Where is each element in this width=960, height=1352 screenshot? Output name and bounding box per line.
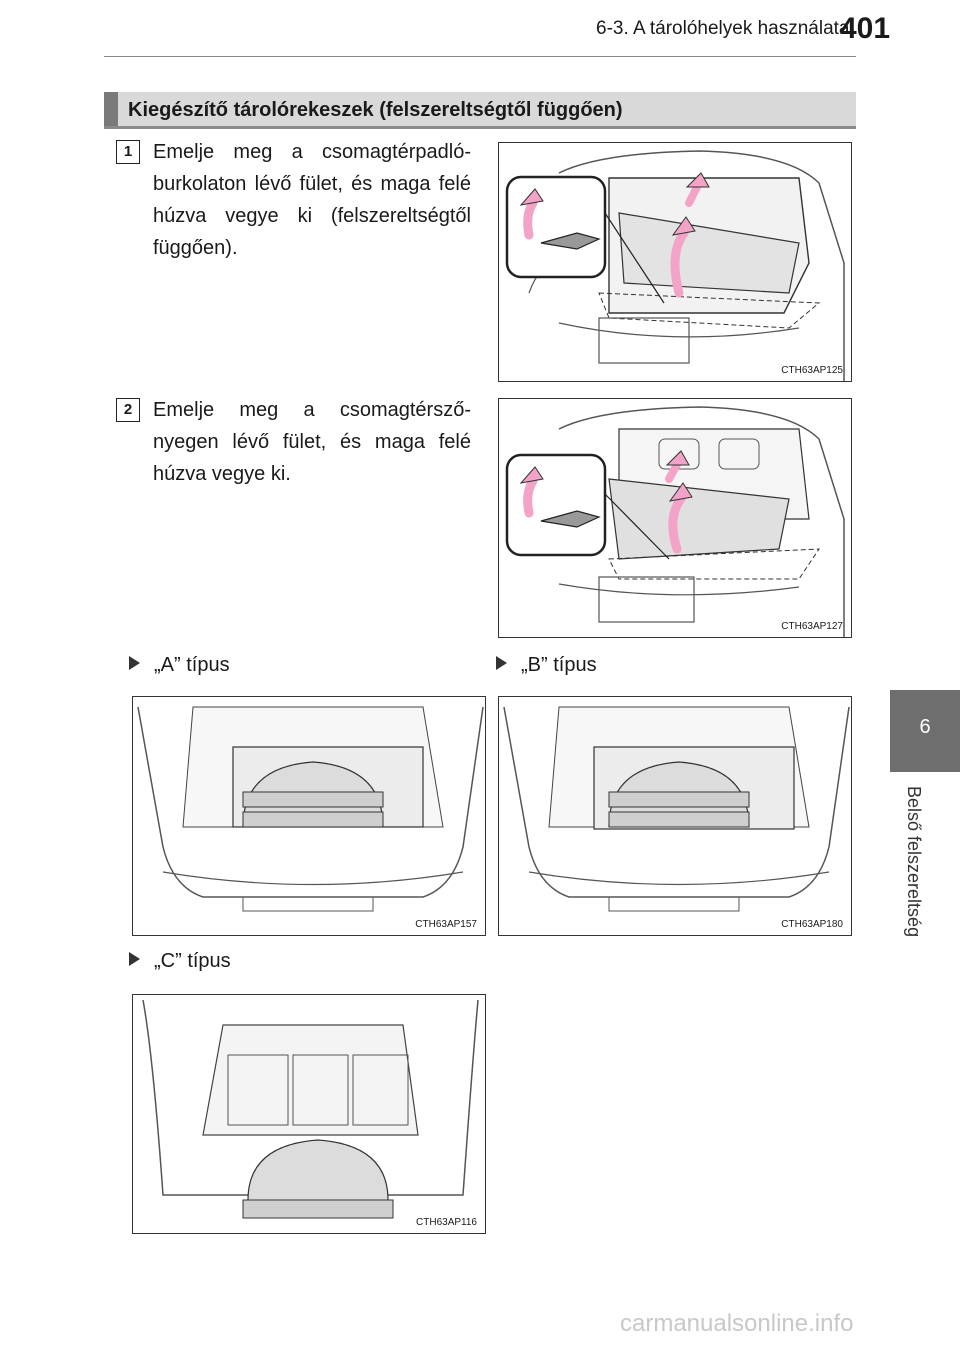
figure-type-a: CTH63AP157 [132,696,486,936]
chapter-number: 6 [919,716,931,738]
watermark: carmanualsonline.info [620,1310,854,1337]
step-number-2: 2 [116,398,140,422]
figure-floor-cover-removal: CTH63AP125 [498,142,852,382]
step-text-2: Emelje meg a csomagtérsző-nyegen lévő fü… [153,399,471,485]
step-text-1: Emelje meg a csomagtérpadló-burkolaton l… [153,141,471,259]
figure-code: CTH63AP180 [781,919,843,930]
chapter-side-tab: 6 [890,690,960,772]
chapter-title: 6-3. A tárolóhelyek használata [596,18,850,39]
type-label-b: „B” típus [496,654,597,677]
type-label-a: „A” típus [129,654,230,677]
bullet-arrow-icon [129,952,140,966]
figure-code: CTH63AP127 [781,621,843,632]
section-title: Kiegészítő tárolórekeszek (felszereltség… [128,99,623,121]
figure-code: CTH63AP125 [781,365,843,376]
type-label-c: „C” típus [129,950,231,973]
section-heading-bar: Kiegészítő tárolórekeszek (felszereltség… [104,92,856,129]
figure-trunk-mat-removal: CTH63AP127 [498,398,852,638]
figure-type-b: CTH63AP180 [498,696,852,936]
figure-code: CTH63AP157 [415,919,477,930]
step-number-1: 1 [116,140,140,164]
bullet-arrow-icon [129,656,140,670]
storage-type-c-illustration [142,999,479,1219]
chapter-side-label: Belső felszereltség [904,786,924,938]
trunk-floor-cover-illustration [505,150,845,381]
storage-type-a-illustration [137,706,484,912]
figure-type-c: CTH63AP116 [132,994,486,1234]
bullet-arrow-icon [496,656,507,670]
trunk-mat-illustration [505,406,845,637]
page-number: 401 [840,12,891,45]
header-divider [104,56,856,57]
storage-type-b-illustration [503,706,850,912]
figure-code: CTH63AP116 [416,1217,477,1228]
